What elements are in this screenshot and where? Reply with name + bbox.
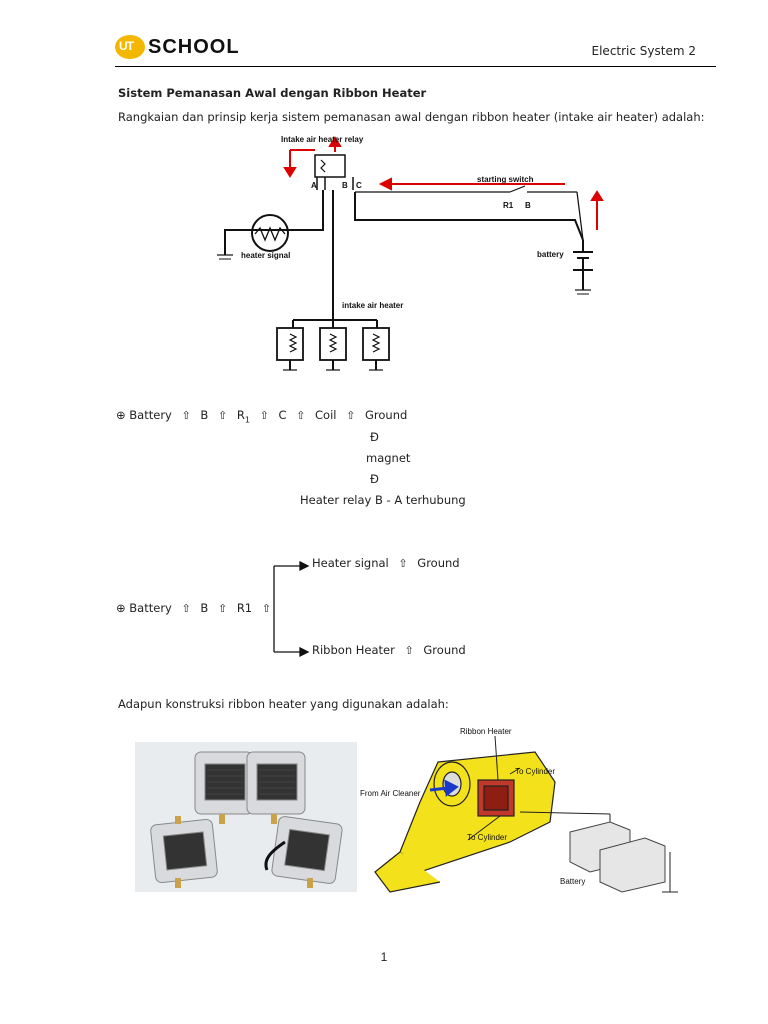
starting-switch-label: starting switch xyxy=(477,175,534,184)
flow2-ribbon-heater: Ribbon Heater xyxy=(312,643,395,657)
flow-arrow-icon: ⇧ xyxy=(261,602,271,615)
battery-label: battery xyxy=(537,250,564,259)
flow1-down-arrow-1: Ð xyxy=(370,430,379,444)
flow-arrow-icon: ⇧ xyxy=(404,644,414,657)
flow1-result: Heater relay B - A terhubung xyxy=(300,493,466,507)
diagram-to-cylinder-label-1: To Cylinder xyxy=(515,767,555,776)
flow-arrow-icon: ⇧ xyxy=(398,557,408,570)
ribbon-heater-installation-diagram: Ribbon Heater To Cylinder From Air Clean… xyxy=(360,727,678,893)
flow-arrow-icon: ⇧ xyxy=(346,409,356,422)
flow-arrow-icon: ⇧ xyxy=(181,409,191,422)
flow2-b: B xyxy=(200,601,209,615)
diagram-battery-label: Battery xyxy=(560,877,585,886)
flow2-r1: R1 xyxy=(236,601,253,615)
header-title: Electric System 2 xyxy=(591,44,696,58)
school-logo: UT SCHOOL xyxy=(115,34,240,60)
flow-arrow-icon: ⇧ xyxy=(217,602,228,615)
r1-label: R1 xyxy=(503,201,514,210)
intake-air-heater-label: intake air heater xyxy=(342,301,403,310)
flow1-r1-subscript: 1 xyxy=(244,415,250,425)
terminal-a-label: A xyxy=(311,181,317,190)
flow1-r1-text: R xyxy=(236,408,245,422)
flow-arrow-icon: ⇧ xyxy=(259,409,269,422)
ribbon-heater-photo xyxy=(135,742,357,892)
heater-circuit-diagram: Intake air heater relay A B C starting s… xyxy=(217,135,604,371)
flow2-ground1: Ground xyxy=(417,556,460,570)
flow1-magnet: magnet xyxy=(366,451,411,465)
diagram-ribbon-heater-label: Ribbon Heater xyxy=(460,727,512,736)
flow2-ground2: Ground xyxy=(423,643,466,657)
diagram-to-cylinder-label-2: To Cylinder xyxy=(467,833,507,842)
terminal-c-label: C xyxy=(356,181,362,190)
logo-badge: UT xyxy=(115,35,145,59)
flow2-branch1: Heater signal ⇧ Ground xyxy=(312,556,460,570)
flow1-down-arrow-2: Ð xyxy=(370,472,379,486)
section-title: Sistem Pemanasan Awal dengan Ribbon Heat… xyxy=(118,86,427,100)
flow1-c: C xyxy=(278,408,287,422)
construction-paragraph: Adapun konstruksi ribbon heater yang dig… xyxy=(118,697,449,711)
flow-arrow-icon: ⇧ xyxy=(296,409,306,422)
flow2-heater-signal: Heater signal xyxy=(312,556,389,570)
b-label: B xyxy=(525,201,531,210)
terminal-b-label: B xyxy=(342,181,348,190)
relay-label: Intake air heater relay xyxy=(281,135,364,144)
logo-badge-text: UT xyxy=(119,39,134,53)
flow-arrow-icon: ⇧ xyxy=(181,602,191,615)
flow1-coil: Coil xyxy=(315,408,337,422)
flow1-b: B xyxy=(200,408,209,422)
intro-paragraph: Rangkaian dan prinsip kerja sistem peman… xyxy=(118,110,705,124)
flow2-line: ⊕ Battery ⇧ B ⇧ R1 ⇧ xyxy=(116,601,277,615)
flow2-branch2: Ribbon Heater ⇧ Ground xyxy=(312,643,466,657)
flow1-line: ⊕ Battery ⇧ B ⇧ R1 ⇧ C ⇧ Coil ⇧ Ground xyxy=(116,408,407,424)
page-number: 1 xyxy=(380,950,388,964)
flow-arrow-icon: ⇧ xyxy=(217,409,228,422)
diagram-from-air-cleaner-label: From Air Cleaner xyxy=(360,789,421,798)
header-divider xyxy=(115,66,716,67)
flow1-r1: R1 xyxy=(236,408,250,425)
logo-text: SCHOOL xyxy=(148,35,240,58)
flow2-branch-bracket xyxy=(273,560,310,658)
heater-signal-label: heater signal xyxy=(241,251,290,260)
flow1-ground: Ground xyxy=(365,408,408,422)
flow1-battery: ⊕ Battery xyxy=(116,408,172,422)
flow2-battery: ⊕ Battery xyxy=(116,601,172,615)
